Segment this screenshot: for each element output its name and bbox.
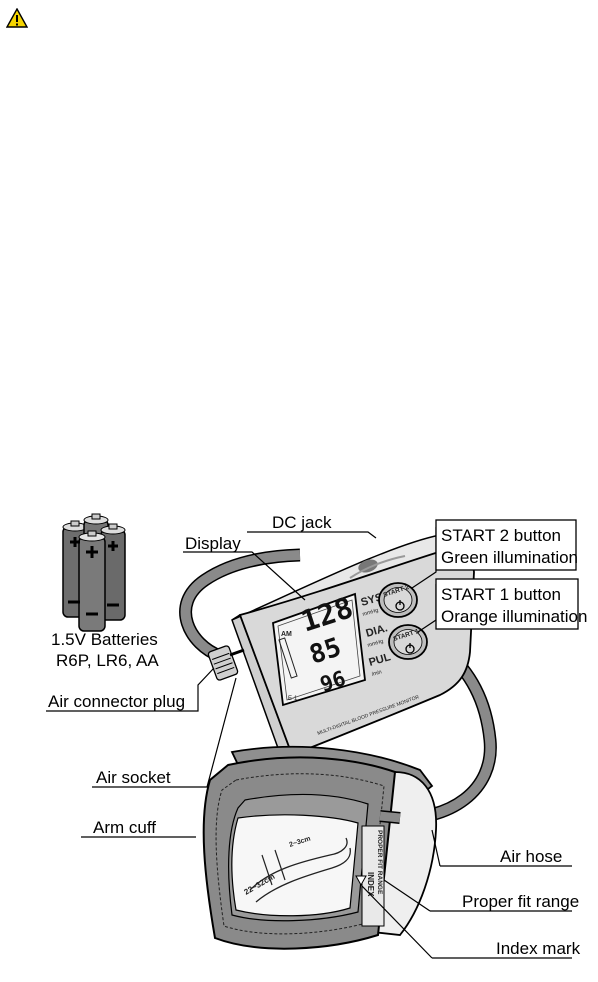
batteries-label-line1: 1.5V Batteries xyxy=(51,630,158,649)
sys-unit: mmHg xyxy=(362,608,379,618)
proper-fit-range-label: Proper fit range xyxy=(462,892,579,911)
air-connector-plug-label: Air connector plug xyxy=(48,692,185,711)
cuff-index-text: INDEX xyxy=(366,872,375,897)
index-mark-label: Index mark xyxy=(496,939,581,958)
air-socket-label: Air socket xyxy=(96,768,171,787)
dc-jack-label: DC jack xyxy=(272,513,332,532)
start2-label-box xyxy=(435,519,577,571)
arm-cuff: 2~3cm 22~32cm INDEX PROPER FIT RANGE xyxy=(202,745,437,950)
warning-icon xyxy=(6,8,28,28)
start1-label-line2: Orange illumination xyxy=(441,607,587,626)
pul-unit: /min xyxy=(371,669,383,678)
air-hose-label: Air hose xyxy=(500,847,562,866)
svg-text:E-1: E-1 xyxy=(288,696,298,702)
display-label: Display xyxy=(185,534,241,553)
index-mark-triangle xyxy=(355,875,367,887)
start2-label-line1: START 2 button xyxy=(441,526,561,545)
dia-label: DIA. xyxy=(365,622,389,640)
start1-button[interactable]: START 1 xyxy=(388,624,428,660)
svg-text:AM: AM xyxy=(281,631,292,638)
start2-label-line2: Green illumination xyxy=(441,548,578,567)
batteries-illustration xyxy=(62,513,126,632)
start1-label-line1: START 1 button xyxy=(441,585,561,604)
start1-label-box xyxy=(435,578,579,630)
batteries-label-line2: R6P, LR6, AA xyxy=(56,651,159,670)
air-connector-plug xyxy=(207,645,245,681)
dia-unit: mmHg xyxy=(367,639,384,649)
pul-label: PUL xyxy=(368,651,393,669)
cuff-fit-text: PROPER FIT RANGE xyxy=(376,830,383,895)
arm-cuff-label: Arm cuff xyxy=(93,818,156,837)
start2-button[interactable]: START 2 xyxy=(378,582,418,618)
